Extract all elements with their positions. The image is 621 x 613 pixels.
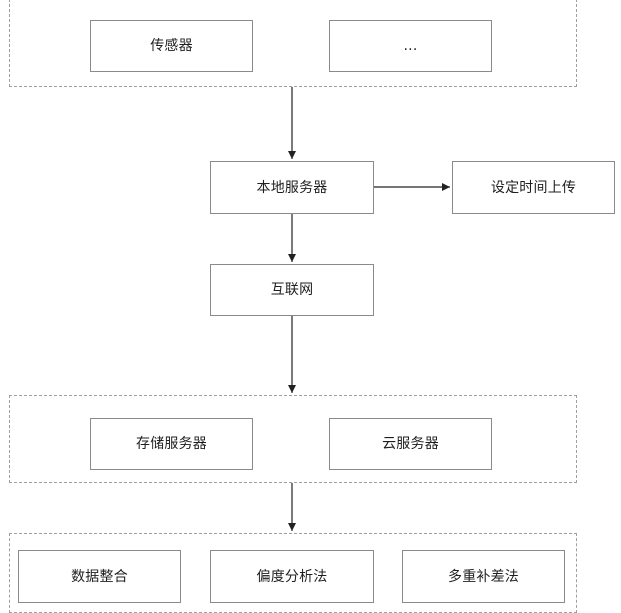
data-integration-node: 数据整合 xyxy=(18,550,181,603)
storage-server-node: 存储服务器 xyxy=(90,418,253,470)
cloud-server-node: 云服务器 xyxy=(329,418,492,470)
scheduled-upload-node: 设定时间上传 xyxy=(452,161,615,214)
sensor-group xyxy=(9,0,577,87)
sensor-node: 传感器 xyxy=(90,20,253,72)
storage-group xyxy=(9,395,577,483)
skewness-analysis-node: 偏度分析法 xyxy=(210,550,374,603)
internet-node: 互联网 xyxy=(210,264,374,316)
ellipsis-node: ... xyxy=(329,20,492,72)
multiple-imputation-node: 多重补差法 xyxy=(402,550,565,603)
local-server-node: 本地服务器 xyxy=(210,161,374,214)
